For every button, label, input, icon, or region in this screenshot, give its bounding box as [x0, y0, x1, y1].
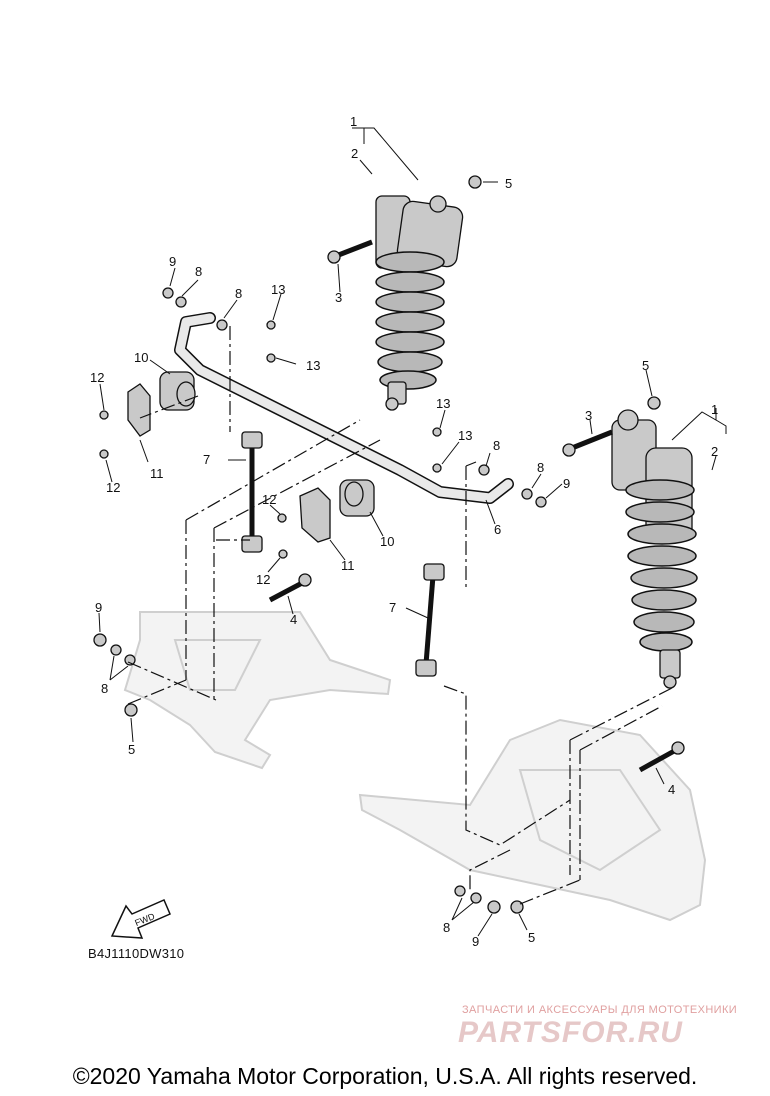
callout-11: 11 [341, 558, 355, 573]
callout-12: 12 [256, 572, 270, 587]
leader-lines [98, 127, 727, 937]
callout-1: 1 [350, 114, 357, 129]
hardware [93, 175, 661, 914]
callout-13: 13 [436, 396, 450, 411]
callout-8: 8 [537, 460, 544, 475]
stabilizer-link-left [241, 431, 263, 553]
callout-12: 12 [106, 480, 120, 495]
callout-9: 9 [169, 254, 176, 269]
fwd-arrow-icon: FWD [110, 899, 171, 939]
callout-8: 8 [101, 681, 108, 696]
bushing-center [339, 479, 375, 517]
callout-9: 9 [472, 934, 479, 949]
bracket-left [127, 383, 151, 437]
callout-3: 3 [585, 408, 592, 423]
watermark-tagline: ЗАПЧАСТИ И АКСЕССУАРЫ ДЛЯ МОТОТЕХНИКИ [462, 1004, 738, 1016]
callout-4: 4 [290, 612, 297, 627]
bushing-left [159, 371, 196, 411]
bracket-center [299, 487, 331, 543]
shock-spring-right [625, 479, 698, 652]
lower-arm-right-ghost [358, 718, 707, 922]
callout-10: 10 [380, 534, 394, 549]
shock-absorber-upper [375, 195, 464, 411]
callout-2: 2 [711, 444, 718, 459]
watermark-logo: PARTSFOR.RU [458, 1016, 683, 1049]
shock-spring-upper [375, 251, 445, 390]
callout-13: 13 [271, 282, 285, 297]
callout-7: 7 [203, 452, 210, 467]
callout-13: 13 [458, 428, 472, 443]
callout-5: 5 [642, 358, 649, 373]
copyright-text: ©2020 Yamaha Motor Corporation, U.S.A. A… [72, 1063, 698, 1089]
callout-8: 8 [195, 264, 202, 279]
callout-9: 9 [563, 476, 570, 491]
bolt-upper-shock [327, 239, 373, 264]
callout-6: 6 [494, 522, 501, 537]
lower-arm-left-ghost [123, 611, 392, 770]
callout-2: 2 [351, 146, 358, 161]
callout-4: 4 [668, 782, 675, 797]
callout-9: 9 [95, 600, 102, 615]
bolt-lower-left [268, 573, 312, 603]
callout-11: 11 [150, 466, 164, 481]
callout-5: 5 [128, 742, 135, 757]
shock-absorber-right [611, 409, 698, 689]
callout-5: 5 [505, 176, 512, 191]
alignment-lines [127, 326, 673, 905]
callout-8: 8 [443, 920, 450, 935]
stabilizer-bar [174, 312, 514, 504]
callout-8: 8 [493, 438, 500, 453]
bolt-right-shock [562, 429, 613, 457]
stabilizer-link-right [415, 563, 445, 677]
diagram-code: B4J1110DW310 [88, 946, 185, 961]
callout-3: 3 [335, 290, 342, 305]
bolt-lower-right [638, 741, 685, 773]
callout-13: 13 [306, 358, 320, 373]
callout-1: 1 [711, 402, 718, 417]
callout-7: 7 [389, 600, 396, 615]
callout-labels: 1 2 5 3 9 8 8 13 10 13 12 11 12 7 13 13 … [90, 114, 718, 949]
callout-8: 8 [235, 286, 242, 301]
callout-5: 5 [528, 930, 535, 945]
callout-10: 10 [134, 350, 148, 365]
callout-12: 12 [262, 492, 276, 507]
callout-12: 12 [90, 370, 104, 385]
